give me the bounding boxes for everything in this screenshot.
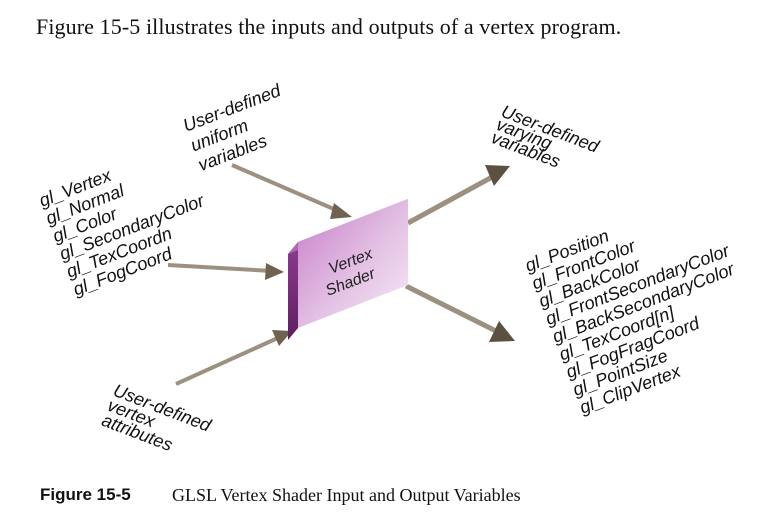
arrow-uniform-in xyxy=(231,163,352,219)
uniform-inputs-label: User-defined uniform variables xyxy=(180,80,284,175)
caption-number: Figure 15-5 xyxy=(40,485,131,504)
vertex-shader-diagram: Vertex Shader User-defined uniform varia… xyxy=(36,80,738,455)
builtin-outputs-list: gl_Position gl_FrontColor gl_BackColor g… xyxy=(522,226,738,418)
builtin-attributes-list: gl_Vertex gl_Normal gl_Color gl_Secondar… xyxy=(36,165,207,300)
intro-text: Figure 15-5 illustrates the inputs and o… xyxy=(36,14,622,39)
arrow-varying-out xyxy=(406,165,510,226)
vertex-attributes-label: User-defined vertex attributes xyxy=(99,380,214,455)
arrow-attributes-in xyxy=(175,330,292,386)
caption-text: GLSL Vertex Shader Input and Output Vari… xyxy=(172,485,521,505)
arrow-builtin-out xyxy=(404,283,515,342)
vertex-shader-box: Vertex Shader xyxy=(288,199,408,340)
arrow-builtin-in xyxy=(167,263,284,280)
